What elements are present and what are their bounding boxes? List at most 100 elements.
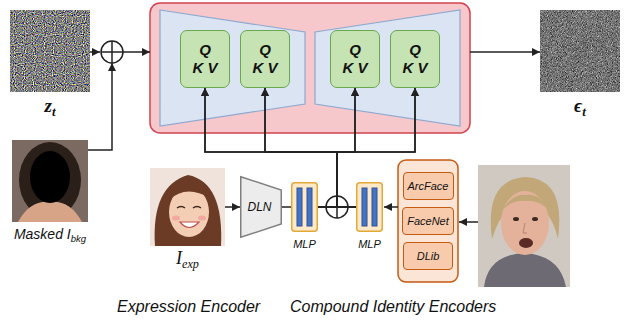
node-text: zt: [45, 95, 56, 116]
text-subscript: t: [582, 104, 586, 119]
mlp-frame: [357, 183, 383, 232]
photo-shoulders: [484, 253, 566, 287]
node-text: K V: [192, 59, 217, 77]
photo-eye: [513, 217, 519, 221]
caption-text: Compound Identity Encoders: [290, 298, 496, 315]
node-art: [540, 10, 620, 92]
connector: [337, 88, 356, 207]
caption-holder: Iexp: [176, 248, 199, 269]
node-art: [291, 182, 318, 232]
node-art: [356, 182, 383, 232]
node-text: MLP: [293, 238, 316, 250]
attention-block: QK V: [240, 30, 290, 88]
text-subscript: bkg: [71, 233, 86, 244]
face-image: Masked Ibkg: [12, 140, 88, 222]
caption-holder: Masked Ibkg: [14, 225, 86, 243]
photo-neck: [18, 202, 82, 222]
identity-encoder: DLib: [403, 242, 453, 270]
flow-arrow: [459, 221, 478, 223]
attention-block: QK V: [180, 30, 230, 88]
mlp-layer: [372, 188, 377, 226]
identity-encoder: FaceNet: [402, 207, 454, 235]
noise-pixels: [10, 10, 90, 92]
photo-ground: [478, 165, 570, 287]
photo-face: [501, 191, 549, 255]
node-text: Q: [259, 41, 271, 59]
unet-panel: [150, 3, 470, 133]
node-art: [12, 140, 88, 222]
node-text: Q: [199, 41, 211, 59]
node-text: K V: [252, 59, 277, 77]
mlp-frame: [292, 183, 318, 232]
mlp-block: MLP: [291, 182, 318, 232]
node-text: FaceNet: [407, 214, 449, 228]
mlp-layer: [297, 188, 302, 226]
node-text: K V: [342, 59, 367, 77]
sum-plus: [101, 41, 123, 63]
caption-label: Compound Identity Encoders: [290, 298, 496, 316]
mlp-layer: [362, 188, 367, 226]
photo-hair: [155, 175, 222, 246]
node-text: ϵt: [574, 95, 586, 116]
photo-cheek: [198, 216, 206, 221]
unet-decoder: [315, 10, 460, 126]
photo-smile: [180, 222, 199, 228]
face-image: Iexp: [150, 168, 225, 246]
node-text: DLib: [417, 249, 440, 263]
photo-ground: [150, 168, 225, 246]
flow-arrow: [470, 51, 540, 53]
caption-holder: MLP: [358, 234, 381, 252]
text-subscript: exp: [182, 257, 199, 271]
node-text: Iexp: [176, 248, 199, 268]
photo-fringe: [169, 183, 210, 200]
photo-fringe: [502, 195, 550, 211]
sum-symbol: [101, 41, 123, 63]
unet-encoder: [160, 10, 305, 126]
node-text: Q: [349, 41, 361, 59]
photo-eyes: [177, 207, 201, 209]
noise-image: zt: [10, 10, 90, 92]
photo-cheek: [172, 216, 180, 221]
caption-holder: zt: [45, 95, 56, 117]
node-text: ArcFace: [408, 179, 449, 193]
node-text: DLN: [247, 200, 274, 214]
noise-image: ϵt: [540, 10, 620, 92]
text-base: Masked I: [14, 226, 71, 242]
node-text: MLP: [358, 238, 381, 250]
photo-nose: [523, 223, 527, 233]
mlp-block: MLP: [356, 182, 383, 232]
mlp-layer: [307, 188, 312, 226]
connector: [225, 206, 240, 208]
photo-mouth: [519, 238, 533, 248]
node-text: Masked Ibkg: [14, 226, 86, 242]
identity-photo: [478, 165, 570, 287]
node-art: [150, 168, 225, 246]
text-base: I: [176, 248, 182, 268]
connector: [282, 206, 291, 208]
photo-eye: [532, 217, 538, 221]
node-art: [10, 10, 90, 92]
identity-encoder: ArcFace: [403, 172, 454, 200]
text-subscript: t: [52, 104, 56, 119]
caption-text: Expression Encoder: [117, 298, 260, 315]
text-base: z: [45, 95, 52, 116]
flow-arrow: [123, 51, 150, 53]
photo-ground: [12, 140, 88, 222]
caption-label: Expression Encoder: [117, 298, 260, 316]
flow-arrow: [384, 206, 398, 208]
node-text: Q: [409, 41, 421, 59]
noise-pixels: [540, 10, 620, 92]
text-base: ϵ: [574, 95, 582, 116]
attention-block: QK V: [390, 30, 440, 88]
dln-outline: [241, 177, 282, 238]
encoder-group: [398, 160, 458, 282]
flow-arrow: [88, 63, 112, 150]
flow-arrow: [90, 51, 100, 53]
caption-holder: MLP: [293, 234, 316, 252]
attention-block: QK V: [330, 30, 380, 88]
face-mask: [30, 151, 70, 203]
caption-holder: ϵt: [574, 95, 586, 117]
